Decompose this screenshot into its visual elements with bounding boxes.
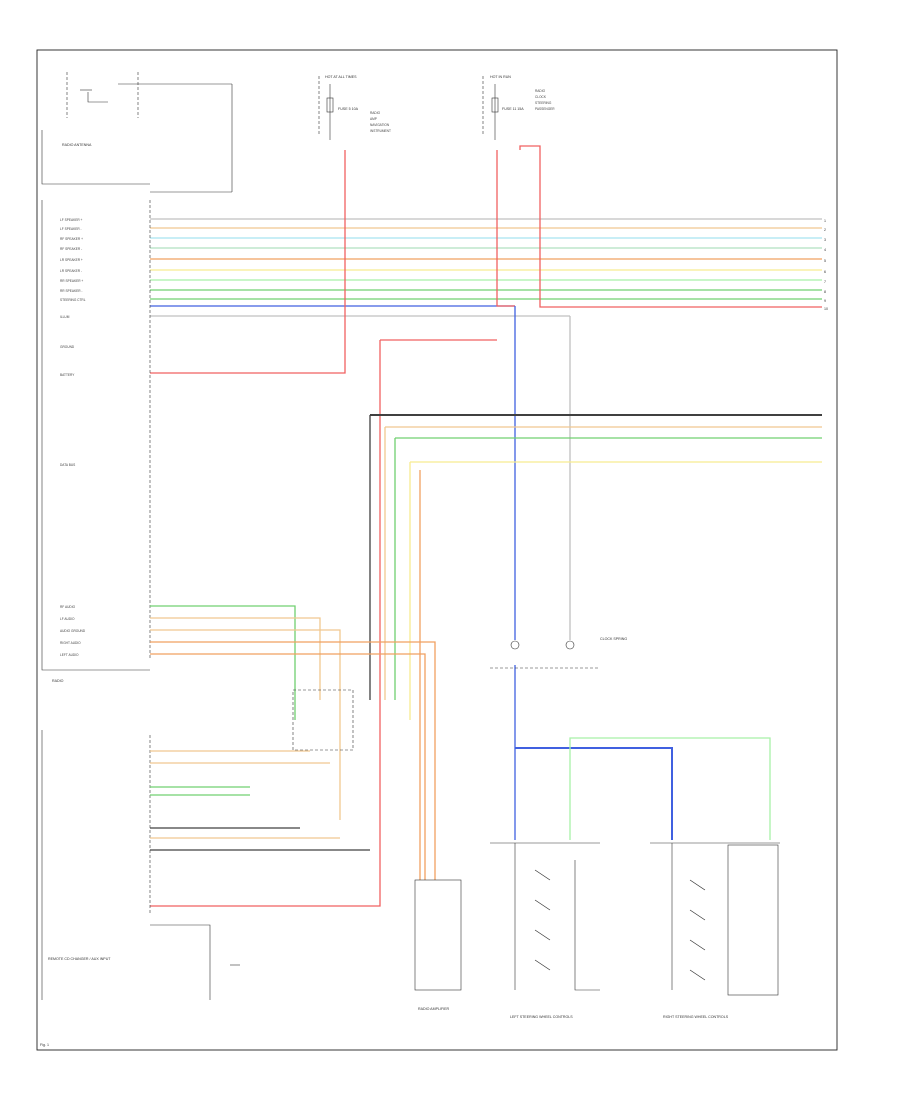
amp-block: RADIO AMPLIFIER [292, 689, 462, 1011]
hot-label-1: HOT AT ALL TIMES [325, 75, 357, 79]
steering-right: RIGHT STEERING WHEEL CONTROLS [650, 842, 780, 1019]
svg-text:AMP: AMP [370, 117, 377, 121]
svg-text:LF AUDIO: LF AUDIO [60, 617, 75, 621]
svg-text:2: 2 [824, 228, 826, 232]
wire-red-3 [496, 150, 515, 307]
svg-text:RR SPEAKER -: RR SPEAKER - [60, 289, 83, 293]
svg-text:8: 8 [824, 290, 826, 294]
svg-text:LF SPEAKER -: LF SPEAKER - [60, 227, 82, 231]
svg-text:10: 10 [824, 307, 828, 311]
wire-red-1 [150, 150, 346, 374]
amp-wires [369, 414, 822, 880]
clock-spring-label: CLOCK SPRING [600, 637, 627, 641]
svg-text:AUDIO GROUND: AUDIO GROUND [60, 629, 86, 633]
svg-text:INSTRUMENT: INSTRUMENT [370, 129, 391, 133]
radio-label: RADIO [52, 679, 64, 683]
svg-text:GROUND: GROUND [60, 345, 75, 349]
svg-text:5: 5 [824, 259, 826, 263]
steering-left-label: LEFT STEERING WHEEL CONTROLS [510, 1015, 573, 1019]
antenna-block: RADIO ANTENNA [41, 72, 233, 193]
svg-text:LR SPEAKER -: LR SPEAKER - [60, 269, 82, 273]
clock-spring: CLOCK SPRING [490, 637, 627, 669]
cd-label: REMOTE CD CHANGER / AUX INPUT [48, 957, 111, 961]
wire-red-4 [150, 340, 381, 907]
svg-text:NAVIGATION: NAVIGATION [370, 123, 390, 127]
svg-text:LR SPEAKER +: LR SPEAKER + [60, 258, 83, 262]
figure-code: Fig. 1 [40, 1043, 49, 1047]
svg-text:9: 9 [824, 299, 826, 303]
svg-text:ILLUM: ILLUM [60, 315, 70, 319]
wire-grn-sw [569, 737, 771, 840]
svg-text:STEERING: STEERING [535, 101, 552, 105]
svg-text:CLOCK: CLOCK [535, 95, 547, 99]
svg-text:RF AUDIO: RF AUDIO [60, 605, 76, 609]
svg-text:RADIO: RADIO [370, 111, 381, 115]
diagram-border [36, 49, 838, 1051]
hot-label-2: HOT IN RUN [490, 75, 511, 79]
amp-label: RADIO AMPLIFIER [418, 1007, 450, 1011]
cd-changer-block: REMOTE CD CHANGER / AUX INPUT [41, 730, 370, 1000]
radio-connector: RADIO LF SPEAKER + LF SPEAKER - RF SPEAK… [41, 200, 151, 683]
svg-text:1: 1 [824, 219, 826, 223]
svg-text:RADIO: RADIO [535, 89, 546, 93]
fuse-label-1: FUSE 5 10A [338, 107, 359, 111]
svg-text:7: 7 [824, 280, 826, 284]
fuse-block-2: HOT IN RUN FUSE 11 15A RADIO CLOCK STEER… [482, 75, 555, 140]
wire-blu-sw [515, 747, 673, 840]
svg-text:LEFT AUDIO: LEFT AUDIO [60, 653, 79, 657]
steering-right-label: RIGHT STEERING WHEEL CONTROLS [663, 1015, 729, 1019]
svg-text:RR SPEAKER +: RR SPEAKER + [60, 279, 83, 283]
fuse-block-1: HOT AT ALL TIMES FUSE 5 10A RADIO AMP NA… [318, 75, 391, 140]
svg-text:DATA BUS: DATA BUS [60, 463, 75, 467]
wire-red-2 [519, 145, 822, 308]
svg-text:RF SPEAKER +: RF SPEAKER + [60, 237, 83, 241]
steering-left: LEFT STEERING WHEEL CONTROLS [490, 842, 600, 1019]
fuse-label-2: FUSE 11 15A [502, 107, 524, 111]
svg-text:PASSENGER: PASSENGER [535, 107, 555, 111]
svg-text:RIGHT AUDIO: RIGHT AUDIO [60, 641, 81, 645]
svg-text:RF SPEAKER -: RF SPEAKER - [60, 247, 82, 251]
right-pins: 1 2 3 4 5 6 7 8 9 10 [824, 219, 828, 311]
antenna-label: RADIO ANTENNA [62, 143, 92, 147]
audio-wires [150, 605, 436, 880]
svg-text:6: 6 [824, 270, 826, 274]
svg-text:3: 3 [824, 238, 826, 242]
speaker-wires [150, 218, 822, 317]
svg-text:BATTERY: BATTERY [60, 373, 75, 377]
svg-text:4: 4 [824, 248, 826, 252]
svg-text:STEERING CTRL: STEERING CTRL [60, 298, 86, 302]
svg-text:LF SPEAKER +: LF SPEAKER + [60, 218, 83, 222]
